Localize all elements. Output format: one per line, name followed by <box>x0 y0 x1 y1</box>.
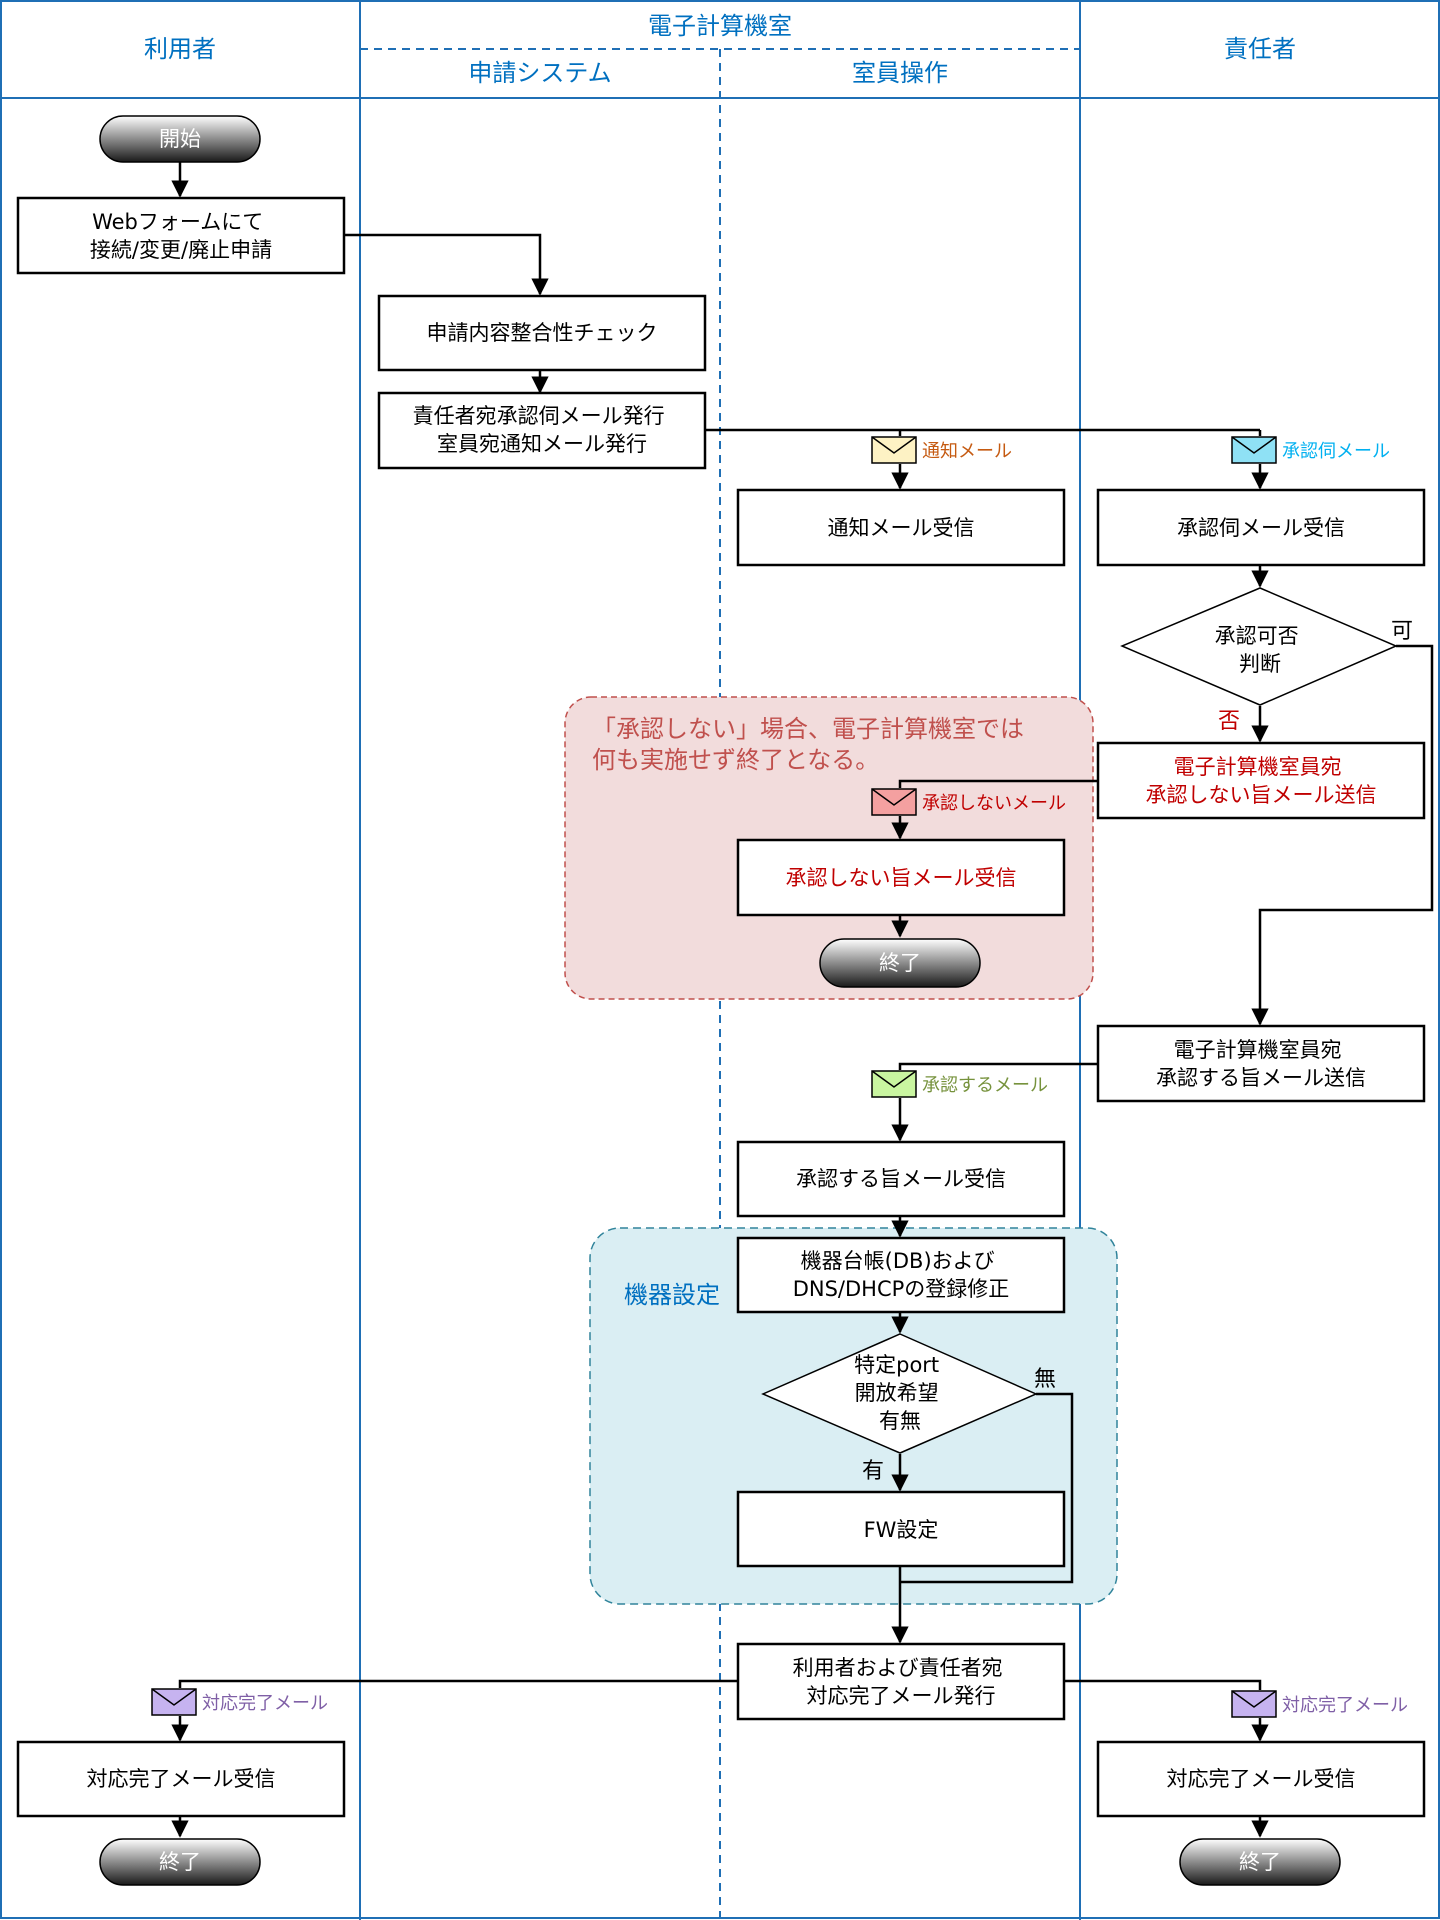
step-reject-receive-label: 承認しない旨メール受信 <box>786 866 1017 890</box>
connector-reject-send-to-envelope <box>898 779 1098 788</box>
step-issue-mails: 責任者宛承認伺メール発行 室員宛通知メール発行 <box>377 391 707 470</box>
terminal-start: 開始 <box>99 115 261 163</box>
step-reject-send-line-1: 電子計算機室員宛 <box>1174 755 1342 779</box>
step-approve-receive-label: 承認する旨メール受信 <box>796 1167 1006 1191</box>
step-user-complete-receive-label: 対応完了メール受信 <box>87 1767 276 1791</box>
step-issue-mails-line-1: 責任者宛承認伺メール発行 <box>413 404 665 428</box>
lane-header-staff-operation: 室員操作 <box>852 59 948 87</box>
device-setting-label: 機器設定 <box>624 1281 720 1309</box>
step-reject-send: 電子計算機室員宛 承認しない旨メール送信 <box>1096 741 1426 820</box>
lane-header-manager: 責任者 <box>1224 35 1296 63</box>
connector-webform-to-check <box>345 233 549 296</box>
step-db-update-line-2: DNS/DHCPの登録修正 <box>793 1277 1010 1301</box>
svg-text:責任者宛承認伺メール発行 室員宛通知メール発行: 責任者宛承認伺メール発行 室員宛通知メール発行 <box>413 404 672 456</box>
connector-approve-send-to-envelope <box>898 1062 1098 1070</box>
lane-header-computer-center: 電子計算機室 <box>648 12 792 40</box>
envelope-complete-user-label: 対応完了メール <box>202 1693 328 1714</box>
envelope-approval-request-label: 承認伺メール <box>1282 441 1390 462</box>
branch-label-port-no: 無 <box>1034 1367 1056 1392</box>
envelope-notify-label: 通知メール <box>922 441 1012 462</box>
step-approval-receive-label: 承認伺メール受信 <box>1177 516 1345 540</box>
step-issue-mails-line-2: 室員宛通知メール発行 <box>437 432 647 456</box>
connector-complete-to-user <box>178 1679 737 1688</box>
step-web-form-line-1: Webフォームにて <box>92 210 263 234</box>
step-web-form: Webフォームにて 接続/変更/廃止申請 <box>16 196 346 275</box>
connector-complete-to-manager <box>1063 1679 1262 1690</box>
terminal-end-manager-label: 終了 <box>1239 1850 1281 1874</box>
decision-port-line-3: 有無 <box>879 1409 921 1433</box>
envelope-reject-label: 承認しないメール <box>922 793 1066 814</box>
decision-port: 特定port 開放希望 有無 <box>761 1333 1038 1454</box>
envelope-complete-manager-icon <box>1231 1690 1277 1718</box>
decision-port-line-1: 特定port <box>854 1353 939 1377</box>
envelope-reject-icon <box>871 788 917 816</box>
connectors <box>171 162 1434 1838</box>
step-approve-receive: 承認する旨メール受信 <box>736 1140 1066 1218</box>
decision-port-line-2: 開放希望 <box>855 1381 939 1405</box>
decision-approval: 承認可否 判断 <box>1120 587 1398 706</box>
terminal-end-user-label: 終了 <box>159 1850 201 1874</box>
terminal-end-reject: 終了 <box>819 938 981 988</box>
step-content-check-label: 申請内容整合性チェック <box>427 321 658 345</box>
svg-text:特定port 開放希望 有無: 特定port 開放希望 有無 <box>854 1353 946 1433</box>
envelope-notify-icon <box>871 436 917 464</box>
step-notify-receive-label: 通知メール受信 <box>828 516 975 540</box>
envelope-reject: 承認しないメール <box>871 788 1066 816</box>
step-complete-issue: 利用者および責任者宛 対応完了メール発行 <box>736 1642 1066 1721</box>
step-notify-receive: 通知メール受信 <box>736 488 1066 567</box>
envelope-approval-request: 承認伺メール <box>1231 436 1390 464</box>
step-complete-issue-line-1: 利用者および責任者宛 <box>793 1656 1003 1680</box>
step-web-form-line-2: 接続/変更/廃止申請 <box>90 238 272 262</box>
lane-header-application-system: 申請システム <box>468 59 611 87</box>
envelope-complete-manager: 対応完了メール <box>1231 1690 1408 1718</box>
decision-approval-line-2: 判断 <box>1239 652 1281 676</box>
connector-decision-yes <box>1251 644 1434 1026</box>
step-db-update: 機器台帳(DB)および DNS/DHCPの登録修正 <box>736 1236 1066 1314</box>
terminal-end-manager: 終了 <box>1179 1838 1341 1886</box>
reject-note-line-2: 何も実施せず終了となる。 <box>592 746 879 774</box>
envelope-approve-icon <box>871 1070 917 1098</box>
step-fw-setting-label: FW設定 <box>864 1518 939 1542</box>
terminal-end-reject-label: 終了 <box>879 951 921 975</box>
svg-text:機器台帳(DB)および DNS/DHCPの登録修: 機器台帳(DB)および DNS/DHCPの登録修正 <box>793 1249 1010 1301</box>
step-user-complete-receive: 対応完了メール受信 <box>16 1740 346 1818</box>
reject-note-line-1: 「承認しない」場合、電子計算機室では <box>592 715 1024 743</box>
connector-port-no <box>900 1392 1074 1584</box>
terminal-start-label: 開始 <box>159 127 201 151</box>
svg-text:電子計算機室員宛 承認しない旨メール送信: 電子計算機室員宛 承認しない旨メール送信 <box>1146 755 1377 807</box>
decision-approval-line-1: 承認可否 <box>1215 624 1299 648</box>
envelope-approve: 承認するメール <box>871 1070 1048 1098</box>
step-reject-send-line-2: 承認しない旨メール送信 <box>1146 783 1377 807</box>
terminal-end-user: 終了 <box>99 1838 261 1886</box>
envelope-notify: 通知メール <box>871 436 1012 464</box>
envelope-complete-user: 対応完了メール <box>151 1688 328 1716</box>
envelope-approval-request-icon <box>1231 436 1277 464</box>
svg-text:電子計算機室員宛 承認する旨メール送信: 電子計算機室員宛 承認する旨メール送信 <box>1156 1038 1366 1090</box>
step-db-update-line-1: 機器台帳(DB)および <box>801 1249 995 1273</box>
branch-label-approve-no: 否 <box>1218 709 1240 734</box>
envelope-approve-label: 承認するメール <box>922 1075 1048 1096</box>
step-content-check: 申請内容整合性チェック <box>377 294 707 372</box>
svg-text:利用者および責任者宛 対応完了メール発行: 利用者および責任者宛 対応完了メール発行 <box>793 1656 1010 1708</box>
branch-label-port-yes: 有 <box>862 1459 884 1484</box>
step-approve-send-line-1: 電子計算機室員宛 <box>1174 1038 1342 1062</box>
svg-text:承認可否 判断: 承認可否 判断 <box>1215 624 1306 676</box>
step-approve-send: 電子計算機室員宛 承認する旨メール送信 <box>1096 1024 1426 1103</box>
step-manager-complete-receive: 対応完了メール受信 <box>1096 1740 1426 1818</box>
step-approval-receive: 承認伺メール受信 <box>1096 488 1426 567</box>
svg-text:Webフォームにて 接続/変更/廃止申請: Webフォームにて 接続/変更/廃止申請 <box>90 210 272 262</box>
lane-header-user: 利用者 <box>144 35 216 63</box>
step-reject-receive: 承認しない旨メール受信 <box>736 838 1066 917</box>
envelope-complete-user-icon <box>151 1688 197 1716</box>
step-complete-issue-line-2: 対応完了メール発行 <box>807 1684 996 1708</box>
step-manager-complete-receive-label: 対応完了メール受信 <box>1167 1767 1356 1791</box>
envelope-complete-manager-label: 対応完了メール <box>1282 1695 1408 1716</box>
step-fw-setting: FW設定 <box>736 1490 1066 1568</box>
branch-label-approve-yes: 可 <box>1391 619 1413 644</box>
svg-text:「承認しない」場合、電子計算機室では 何も実施せ: 「承認しない」場合、電子計算機室では 何も実施せず終了となる。 <box>592 715 1032 774</box>
step-approve-send-line-2: 承認する旨メール送信 <box>1156 1066 1366 1090</box>
